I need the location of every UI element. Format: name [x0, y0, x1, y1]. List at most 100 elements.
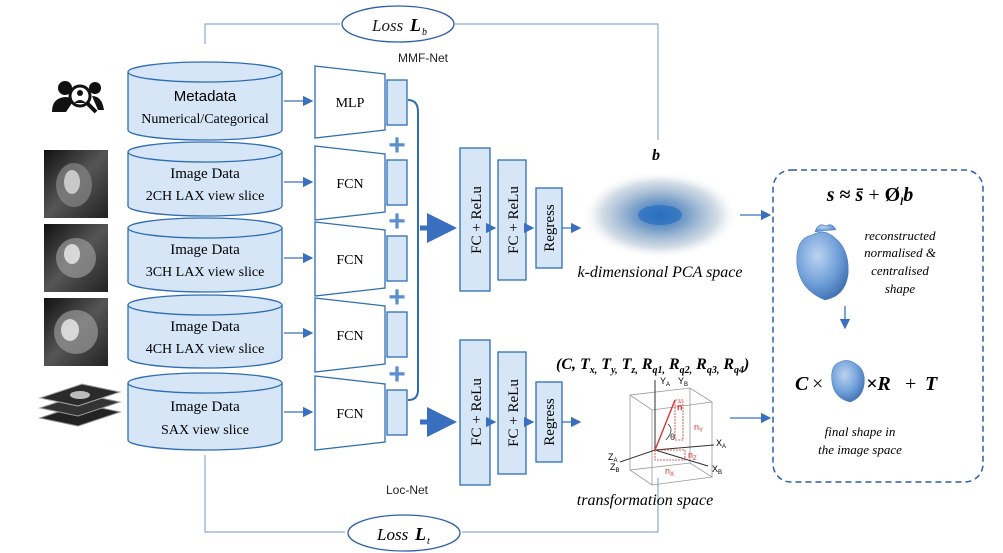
svg-text:C: C: [795, 373, 809, 395]
reconstructed-heart-shape: [796, 224, 849, 301]
input-4-subtitle: SAX view slice: [161, 423, 249, 438]
axis-zb-label: ZB: [610, 462, 620, 474]
encoder-3-label: FCN: [336, 329, 363, 344]
feature-vectors: [386, 79, 408, 436]
pca-space-label: k-dimensional PCA space: [577, 264, 742, 281]
loss-t-bubble: Loss L t: [347, 514, 461, 552]
mmf-net-label: MMF-Net: [398, 51, 449, 65]
svg-text:×R: ×R: [866, 373, 891, 395]
final-heart-icon: [831, 360, 865, 403]
upper-regress-label: Regress: [542, 204, 558, 252]
loss-t-sub: t: [427, 536, 430, 547]
input-3-subtitle: 4CH LAX view slice: [146, 342, 265, 357]
coordinate-frame-figure: YA YB XA XB ZA ZB n̂ θ nY nZ nX: [608, 376, 726, 486]
input-3-title: Image Data: [170, 319, 240, 335]
input-0-title: Metadata: [174, 88, 237, 105]
svg-text:T: T: [925, 373, 938, 395]
nx-label: nX: [665, 466, 674, 478]
input-0-subtitle: Numerical/Categorical: [141, 112, 269, 127]
input-1-subtitle: 2CH LAX view slice: [146, 189, 265, 204]
ny-label: nY: [694, 422, 703, 434]
feature-vector-0: [386, 79, 408, 126]
encoder-fcn-2ch: FCN: [314, 145, 386, 221]
loss-b-symbol: L: [409, 15, 421, 35]
upper-fc2-label: FC + ReLu: [506, 186, 522, 254]
input-1-title: Image Data: [170, 166, 240, 182]
input-2-subtitle: 3CH LAX view slice: [146, 265, 265, 280]
encoder-4-label: FCN: [336, 407, 363, 422]
input-3ch-cylinder: Image Data 3CH LAX view slice: [127, 217, 283, 293]
mri-4ch-thumbnail: [44, 298, 108, 366]
plus-icon: +: [388, 281, 406, 314]
encoder-2-label: FCN: [336, 253, 363, 268]
axis-xb-label: XB: [712, 464, 722, 476]
feature-vector-2: [386, 235, 408, 282]
transformation-space-label: transformation space: [577, 492, 713, 509]
loss-b-loop: [204, 23, 659, 140]
svg-text:the image space: the image space: [818, 442, 902, 457]
n-hat-label: n̂: [677, 401, 683, 412]
axis-xa-label: XA: [716, 438, 726, 450]
loss-t-symbol: L: [414, 524, 426, 544]
lower-fc1-label: FC + ReLu: [469, 378, 485, 446]
loc-net-label: Loc-Net: [386, 483, 429, 497]
theta-label: θ: [670, 432, 675, 442]
mri-3ch-thumbnail: [44, 224, 108, 292]
loss-t-loop: [204, 455, 659, 533]
pca-output-symbol: b: [652, 147, 660, 164]
loss-b-sub: b: [422, 27, 427, 38]
input-4ch-cylinder: Image Data 4CH LAX view slice: [127, 294, 283, 369]
pca-point-cloud: [582, 171, 738, 259]
encoder-fcn-4ch: FCN: [314, 297, 386, 373]
upper-fc1-label: FC + ReLu: [469, 186, 485, 254]
upper-regress-block: Regress: [535, 187, 563, 269]
axis-yb-label: YB: [678, 376, 688, 388]
lower-fc2-label: FC + ReLu: [506, 379, 522, 447]
plus-icon: +: [388, 205, 406, 238]
svg-text:+: +: [905, 373, 916, 395]
svg-text:centralised: centralised: [871, 263, 929, 278]
reconstructed-label: reconstructed normalised & centralised s…: [864, 228, 937, 296]
lower-regress-label: Regress: [542, 398, 558, 446]
svg-text:×: ×: [812, 373, 823, 395]
feature-vector-4: [386, 389, 408, 436]
svg-text:final shape in: final shape in: [825, 424, 896, 439]
nz-label: nZ: [688, 450, 697, 462]
svg-text:reconstructed: reconstructed: [865, 228, 936, 243]
plus-icon: +: [388, 129, 406, 162]
input-metadata-cylinder: Metadata Numerical/Categorical: [127, 61, 283, 141]
encoder-1-label: FCN: [336, 177, 363, 192]
concat-bracket: [407, 99, 419, 401]
axis-za-label: ZA: [608, 452, 618, 464]
final-label: final shape in the image space: [818, 424, 902, 457]
lower-regress-block: Regress: [535, 381, 563, 463]
svg-text:normalised &: normalised &: [864, 245, 937, 260]
upper-fc1-block: FC + ReLu: [459, 147, 491, 292]
encoder-fcn-3ch: FCN: [314, 221, 386, 297]
upper-fc2-block: FC + ReLu: [497, 159, 527, 281]
feature-vector-1: [386, 159, 408, 206]
input-2ch-cylinder: Image Data 2CH LAX view slice: [127, 141, 283, 217]
svg-text:shape: shape: [885, 281, 916, 296]
loss-b-text: Loss: [371, 16, 404, 35]
encoder-0-label: MLP: [336, 96, 365, 111]
transform-params: (C, Tx, Ty, Tz, Rq1, Rq2, Rq3, Rq4): [556, 356, 749, 376]
loss-t-text: Loss: [376, 525, 409, 544]
final-equation: C × ×R + T: [795, 360, 938, 403]
plus-connectors: + + + +: [388, 129, 406, 391]
encoder-fcn-sax: FCN: [314, 375, 386, 451]
encoder-mlp: MLP: [314, 65, 386, 139]
lower-fc1-block: FC + ReLu: [459, 339, 491, 486]
axis-ya-label: YA: [660, 376, 670, 388]
result-panel: [772, 169, 984, 483]
lower-fc2-block: FC + ReLu: [497, 351, 527, 475]
input-2-title: Image Data: [170, 242, 240, 258]
mri-sax-stack-thumbnail: [38, 383, 122, 427]
input-sax-cylinder: Image Data SAX view slice: [127, 372, 283, 451]
mri-2ch-thumbnail: [44, 150, 108, 218]
metadata-user-search-icon: [52, 81, 104, 114]
plus-icon: +: [388, 358, 406, 391]
loss-b-bubble: Loss L b: [341, 5, 455, 43]
feature-vector-3: [386, 311, 408, 358]
